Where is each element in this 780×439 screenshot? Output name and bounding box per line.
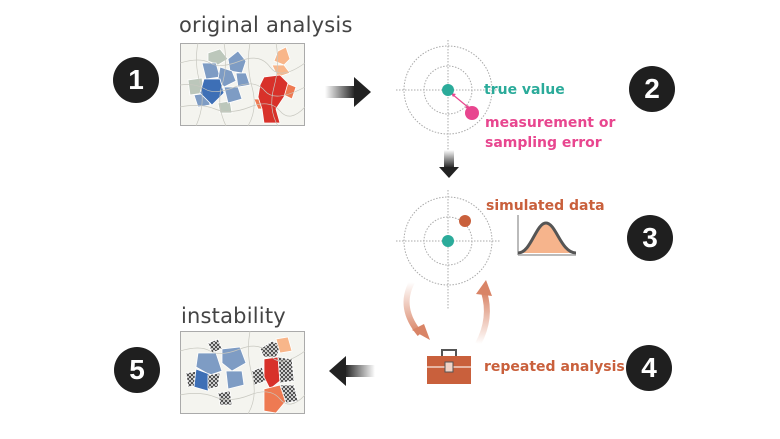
map-region (277, 356, 295, 384)
instability-map (179, 330, 306, 415)
map-region (193, 368, 213, 392)
repeated-analysis-label: repeated analysis (484, 359, 625, 375)
arrow-down-icon (439, 150, 459, 178)
simulated-data-label: simulated data (486, 198, 605, 214)
map-region (263, 356, 281, 390)
map-region (217, 100, 233, 114)
step4-badge: 4 (626, 345, 672, 391)
true-value-point (442, 84, 454, 96)
simulated-point (459, 215, 471, 227)
map-region (195, 352, 223, 376)
target-icon (396, 40, 500, 150)
map-region (223, 86, 243, 104)
map-region (207, 48, 229, 66)
map-region (273, 46, 291, 66)
error-point (465, 106, 479, 120)
error-label-line1: measurement or (485, 115, 616, 131)
step5-badge: 5 (114, 347, 160, 393)
step1-badge: 1 (113, 57, 159, 103)
original-analysis-map (179, 42, 306, 127)
map-region (199, 78, 225, 106)
map-region (259, 340, 283, 358)
map-region (225, 370, 245, 390)
step2-badge: 2 (629, 66, 675, 112)
arrow-right-icon (325, 77, 371, 107)
arrow-left-icon (329, 356, 375, 386)
map-region (275, 336, 293, 354)
map-region (263, 384, 287, 414)
step3-badge: 3 (627, 215, 673, 261)
map-region (217, 390, 233, 406)
cycle-arrows-icon (403, 280, 492, 346)
step1-title: original analysis (179, 13, 353, 37)
true-value-label: true value (484, 82, 565, 98)
map-region (207, 372, 221, 390)
map-region (257, 74, 289, 124)
normal-distribution-icon (517, 215, 577, 256)
toolbox-icon (427, 349, 471, 384)
true-value-point (442, 235, 454, 247)
step5-title: instability (181, 304, 286, 328)
map-region (235, 72, 251, 88)
target-icon (396, 190, 500, 310)
error-label-line2: sampling error (485, 135, 602, 151)
